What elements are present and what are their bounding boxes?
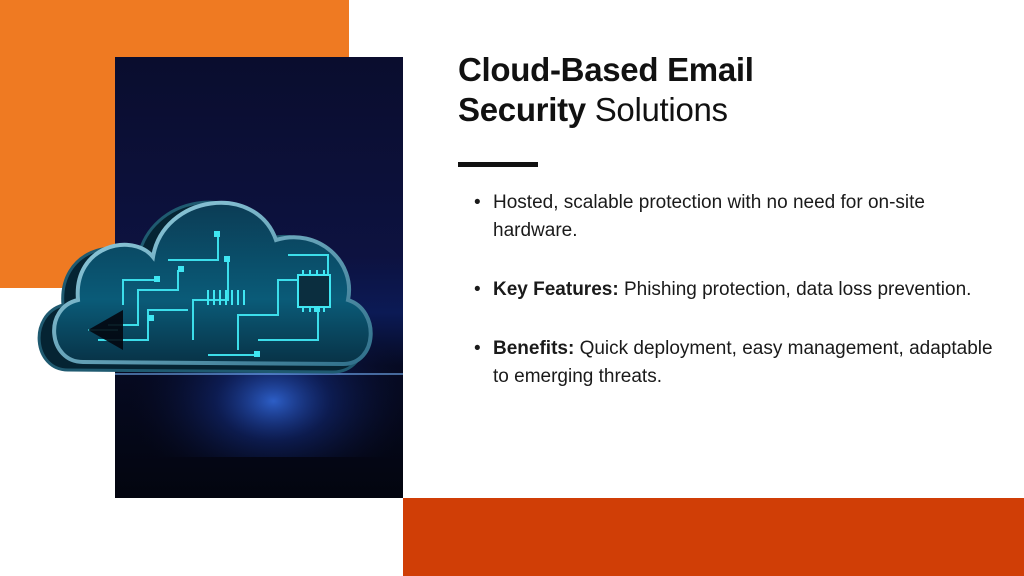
- bullet-item: • Key Features: Phishing protection, dat…: [474, 276, 994, 304]
- bullet-text: Phishing protection, data loss preventio…: [623, 279, 972, 300]
- title-solutions: Solutions: [594, 91, 728, 128]
- bullet-dot-icon: •: [474, 192, 481, 213]
- bullet-dot-icon: •: [474, 279, 481, 300]
- bullet-dot-icon: •: [474, 338, 481, 359]
- bullet-list: • Hosted, scalable protection with no ne…: [474, 189, 994, 422]
- bullet-key: Key Features:: [493, 279, 619, 300]
- bullet-item: • Benefits: Quick deployment, easy manag…: [474, 335, 994, 391]
- title-underline: [458, 162, 538, 167]
- bullet-text: Hosted, scalable protection with no need…: [493, 192, 925, 241]
- cloud-icon: [37, 200, 373, 374]
- bullet-key: Benefits:: [493, 338, 575, 359]
- title-line-1: Cloud-Based Email: [458, 51, 754, 88]
- bullet-item: • Hosted, scalable protection with no ne…: [474, 189, 994, 245]
- red-accent-block: [403, 498, 1024, 576]
- title-security: Security: [458, 91, 586, 128]
- bullet-text: Quick deployment, easy management, adapt…: [493, 338, 993, 387]
- slide-title: Cloud-Based Email Security Solutions: [458, 50, 998, 130]
